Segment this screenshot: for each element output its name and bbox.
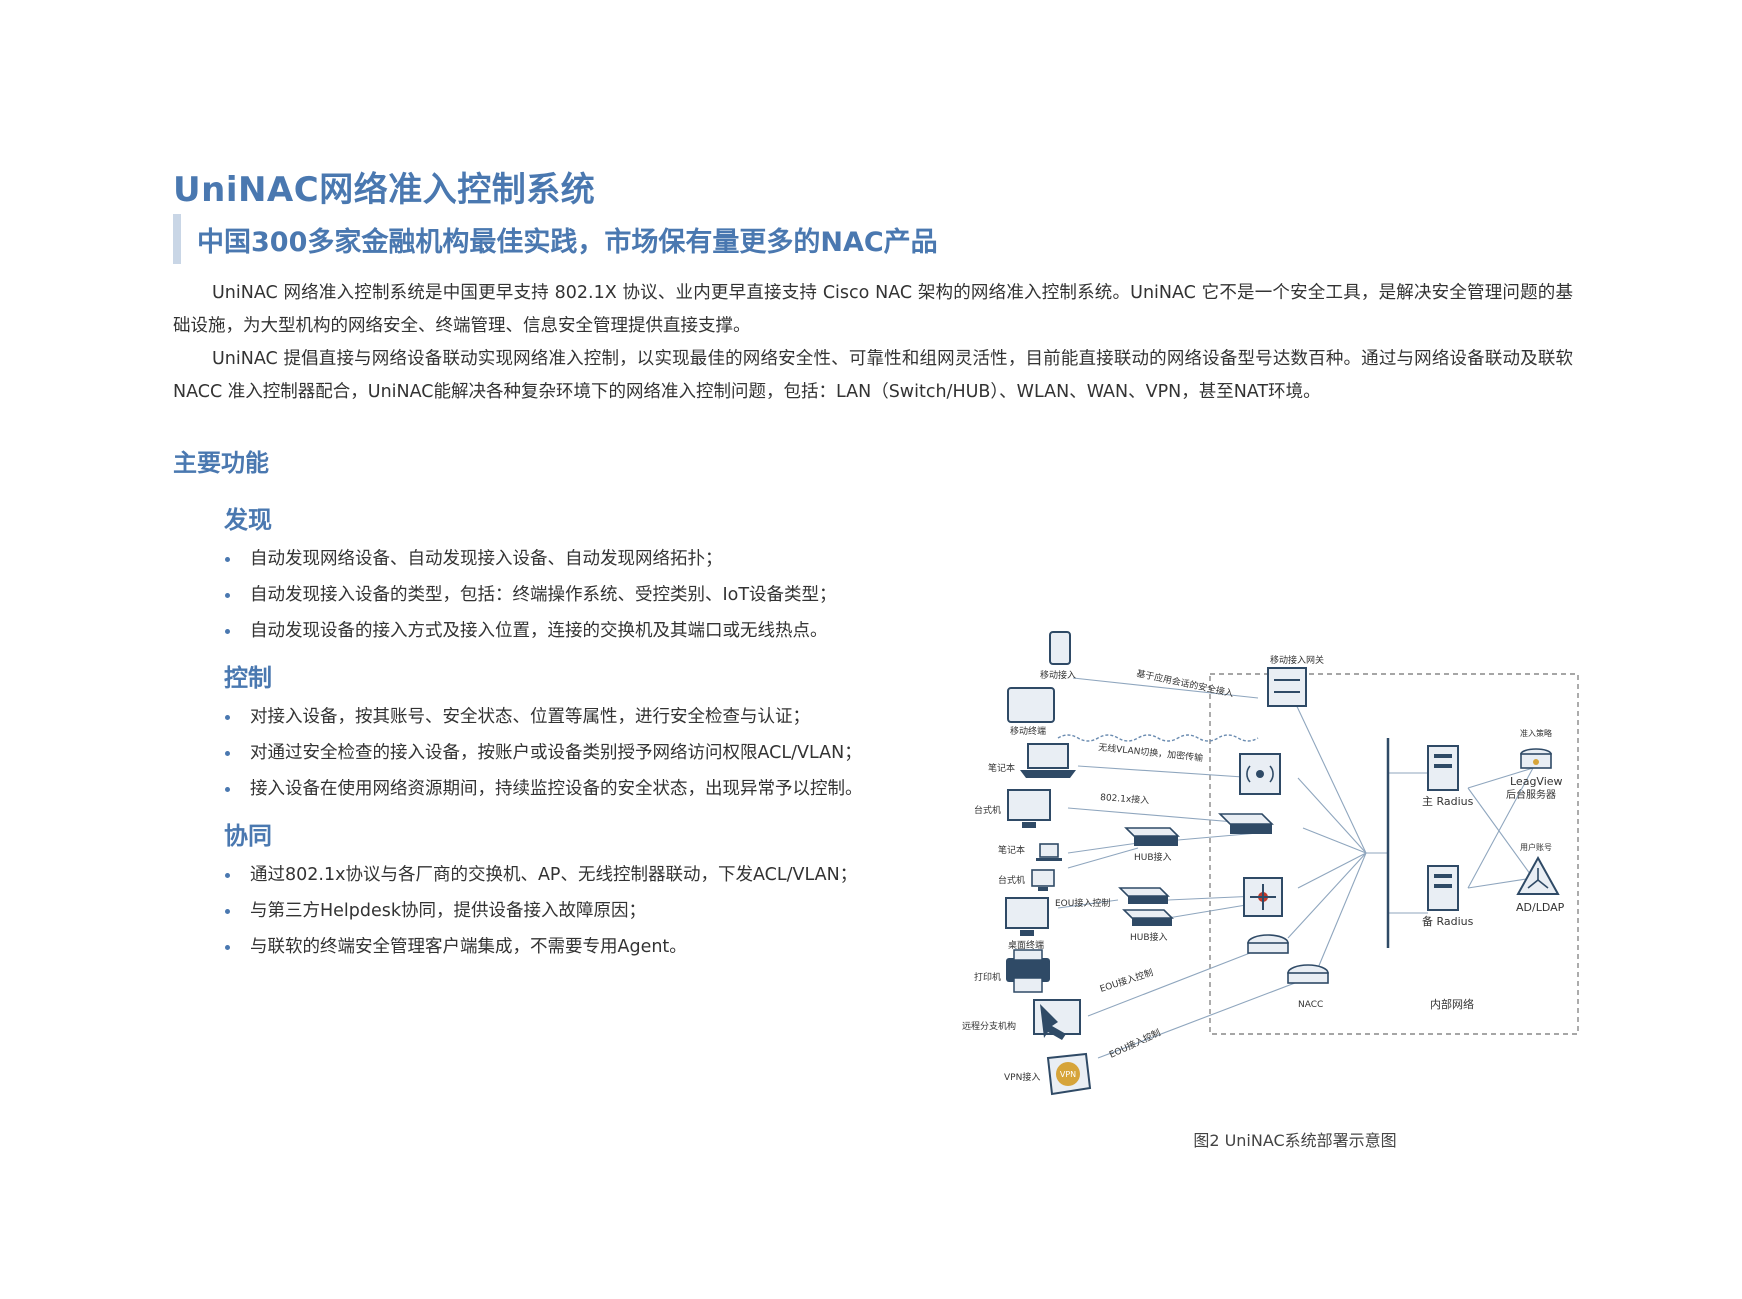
label-ad-ldap: AD/LDAP (1516, 901, 1565, 914)
core-switch-icon (1243, 877, 1283, 917)
feature-list: 对接入设备，按其账号、安全状态、位置等属性，进行安全检查与认证； 对通过安全检查… (224, 699, 924, 807)
vpn-box-icon (1046, 1052, 1092, 1096)
list-item: 自动发现接入设备的类型，包括：终端操作系统、受控类别、IoT设备类型； (224, 577, 924, 613)
label-eou-control: EOU接入控制 (1055, 897, 1110, 909)
list-item: 自动发现网络设备、自动发现接入设备、自动发现网络拓扑； (224, 541, 924, 577)
page-subtitle: 中国300多家金融机构最佳实践，市场保有量更多的NAC产品 (197, 226, 938, 258)
label-app-session: 基于应用会话的安全接入 (1135, 667, 1234, 699)
section-title: 主要功能 (173, 449, 269, 477)
small-desktop-icon (1031, 869, 1055, 891)
wireless-ap-icon (1239, 753, 1281, 795)
encrypted-link (1057, 734, 1259, 742)
hub-icon (1118, 887, 1174, 926)
label-wireless-vlan: 无线VLAN切换，加密传输 (1098, 741, 1204, 764)
label-remote-branch: 远程分支机构 (962, 1020, 1016, 1032)
label-nacc: NACC (1298, 1000, 1323, 1010)
list-item: 自动发现设备的接入方式及接入位置，连接的交换机及其端口或无线热点。 (224, 613, 924, 649)
switch-icon (1218, 813, 1274, 834)
directory-icon (1516, 855, 1560, 895)
label-backup-radius: 备 Radius (1422, 914, 1474, 928)
connection-lines (1057, 677, 1534, 1059)
label-main-radius: 主 Radius (1422, 795, 1474, 808)
label-backend-server: 后台服务器 (1506, 788, 1556, 801)
small-laptop-icon (1036, 843, 1062, 861)
label-user-account: 用户账号 (1520, 842, 1552, 852)
label-policy: 准入策略 (1520, 728, 1552, 738)
label-vpn-access: VPN接入 (1004, 1071, 1040, 1083)
label-eou-control-3: EOU接入控制 (1107, 1026, 1162, 1060)
feature-heading: 发现 (224, 506, 272, 534)
desk-terminal-icon (1005, 897, 1049, 936)
database-icon (1520, 748, 1552, 769)
label-hub-access: HUB接入 (1134, 851, 1172, 863)
label-dot1x: 802.1x接入 (1100, 791, 1150, 806)
label-internal-network: 内部网络 (1430, 997, 1474, 1011)
label-mobile-gateway: 移动接入网关 (1270, 654, 1324, 666)
label-printer: 打印机 (974, 971, 1001, 983)
intro-paragraph: UniNAC 网络准入控制系统是中国更早支持 802.1X 协议、业内更早直接支… (173, 283, 1573, 336)
intro-paragraphs: UniNAC 网络准入控制系统是中国更早支持 802.1X 协议、业内更早直接支… (173, 277, 1573, 409)
label-eou-control-2: EOU接入控制 (1098, 966, 1154, 995)
label-mobile-terminal: 移动终端 (1010, 725, 1046, 737)
remote-branch-icon (1033, 999, 1081, 1040)
label-laptop: 笔记本 (988, 762, 1015, 774)
label-desktop-2: 台式机 (998, 874, 1025, 886)
intro-paragraph: UniNAC 提倡直接与网络设备联动实现网络准入控制，以实现最佳的网络安全性、可… (173, 349, 1573, 402)
label-leagview: LeagView (1510, 775, 1563, 788)
list-item: 与联软的终端安全管理客户端集成，不需要专用Agent。 (224, 929, 924, 965)
printer-icon (1006, 949, 1050, 993)
label-laptop-2: 笔记本 (998, 844, 1025, 856)
list-item: 与第三方Helpdesk协同，提供设备接入故障原因； (224, 893, 924, 929)
list-item: 对接入设备，按其账号、安全状态、位置等属性，进行安全检查与认证； (224, 699, 924, 735)
diagram-caption: 图2 UniNAC系统部署示意图 (1193, 1131, 1397, 1150)
label-desktop: 台式机 (974, 804, 1001, 816)
feature-list: 通过802.1x协议与各厂商的交换机、AP、无线控制器联动，下发ACL/VLAN… (224, 857, 924, 965)
list-item: 接入设备在使用网络资源期间，持续监控设备的安全状态，出现异常予以控制。 (224, 771, 924, 807)
tablet-icon (1007, 687, 1055, 723)
list-item: 通过802.1x协议与各厂商的交换机、AP、无线控制器联动，下发ACL/VLAN… (224, 857, 924, 893)
feature-collaborate: 协同 通过802.1x协议与各厂商的交换机、AP、无线控制器联动，下发ACL/V… (224, 816, 924, 965)
mobile-gateway-icon (1267, 667, 1307, 707)
deployment-diagram: 移动接入 移动终端 笔记本 台式机 笔记本 台式机 桌面终端 打印机 远程分支机… (962, 631, 1579, 1096)
subtitle-block: 中国300多家金融机构最佳实践，市场保有量更多的NAC产品 (173, 214, 938, 264)
internal-network-box (1209, 673, 1579, 1035)
feature-heading: 协同 (224, 822, 272, 850)
page-title: UniNAC网络准入控制系统 (173, 170, 596, 210)
server-icon (1427, 865, 1459, 911)
list-item: 对通过安全检查的接入设备，按账户或设备类别授予网络访问权限ACL/VLAN； (224, 735, 924, 771)
hub-icon (1124, 827, 1180, 846)
feature-heading: 控制 (224, 664, 272, 692)
feature-control: 控制 对接入设备，按其账号、安全状态、位置等属性，进行安全检查与认证； 对通过安… (224, 658, 924, 807)
label-mobile-access: 移动接入 (1040, 669, 1076, 681)
router-icon (1247, 934, 1289, 954)
feature-discover: 发现 自动发现网络设备、自动发现接入设备、自动发现网络拓扑； 自动发现接入设备的… (224, 500, 924, 649)
laptop-icon (1020, 743, 1076, 778)
vpn-badge: VPN (1060, 1070, 1076, 1079)
feature-list: 自动发现网络设备、自动发现接入设备、自动发现网络拓扑； 自动发现接入设备的类型，… (224, 541, 924, 649)
nacc-icon (1287, 964, 1329, 984)
server-icon (1427, 745, 1459, 791)
mobile-phone-icon (1049, 631, 1071, 665)
label-desk-terminal: 桌面终端 (1008, 939, 1044, 951)
desktop-icon (1007, 789, 1051, 828)
label-hub-access-2: HUB接入 (1130, 931, 1168, 943)
